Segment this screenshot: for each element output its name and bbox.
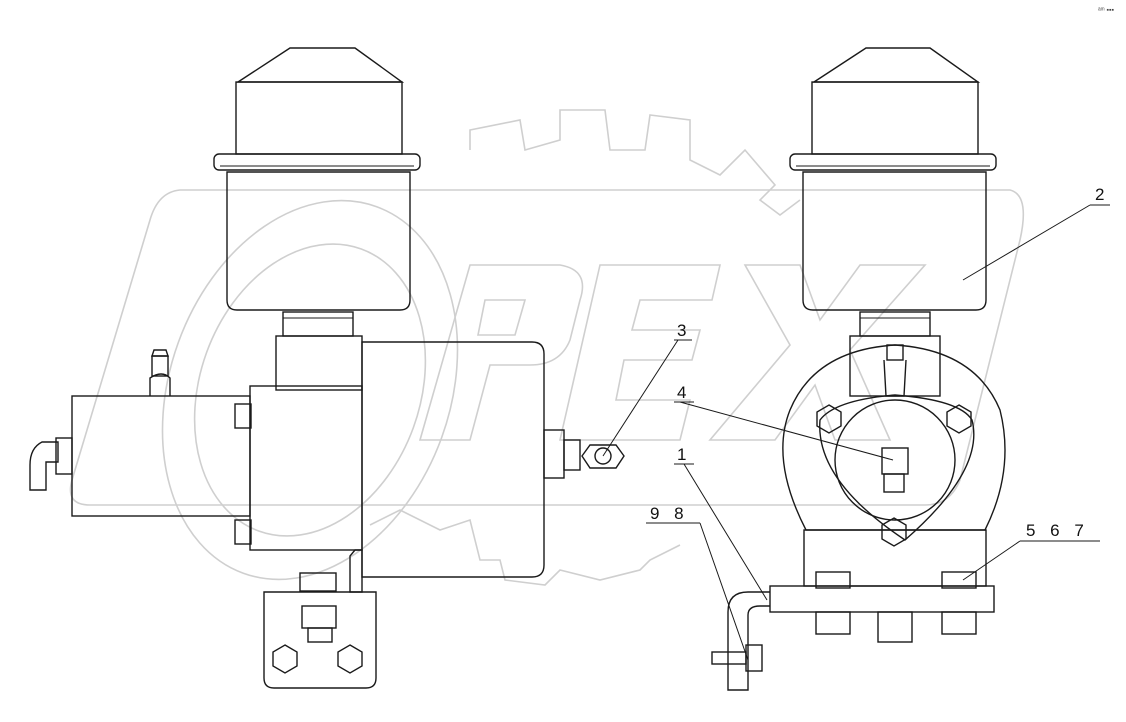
- callout-3: 3: [677, 321, 686, 340]
- right-reservoir-cap: [789, 47, 997, 171]
- left-reservoir-body: [226, 171, 411, 337]
- leader-lines: [602, 204, 1110, 661]
- left-reservoir-cap: [213, 47, 421, 171]
- callout-9-8: 9 8: [650, 504, 684, 523]
- callout-1: 1: [677, 445, 686, 464]
- callout-5-6-7: 5 6 7: [1026, 521, 1084, 540]
- right-bracket: [711, 571, 995, 691]
- callout-4: 4: [677, 383, 686, 402]
- callout-2: 2: [1095, 185, 1104, 204]
- watermark: [69, 109, 1025, 586]
- corner-mark: ᵃᵐ ▪▪▪: [1098, 7, 1115, 14]
- left-master-cylinder: [29, 335, 581, 593]
- right-reservoir-body: [802, 171, 987, 337]
- right-cylinder-end-view: [782, 335, 1006, 587]
- brake-fitting: [581, 444, 625, 469]
- left-bracket: [263, 572, 377, 689]
